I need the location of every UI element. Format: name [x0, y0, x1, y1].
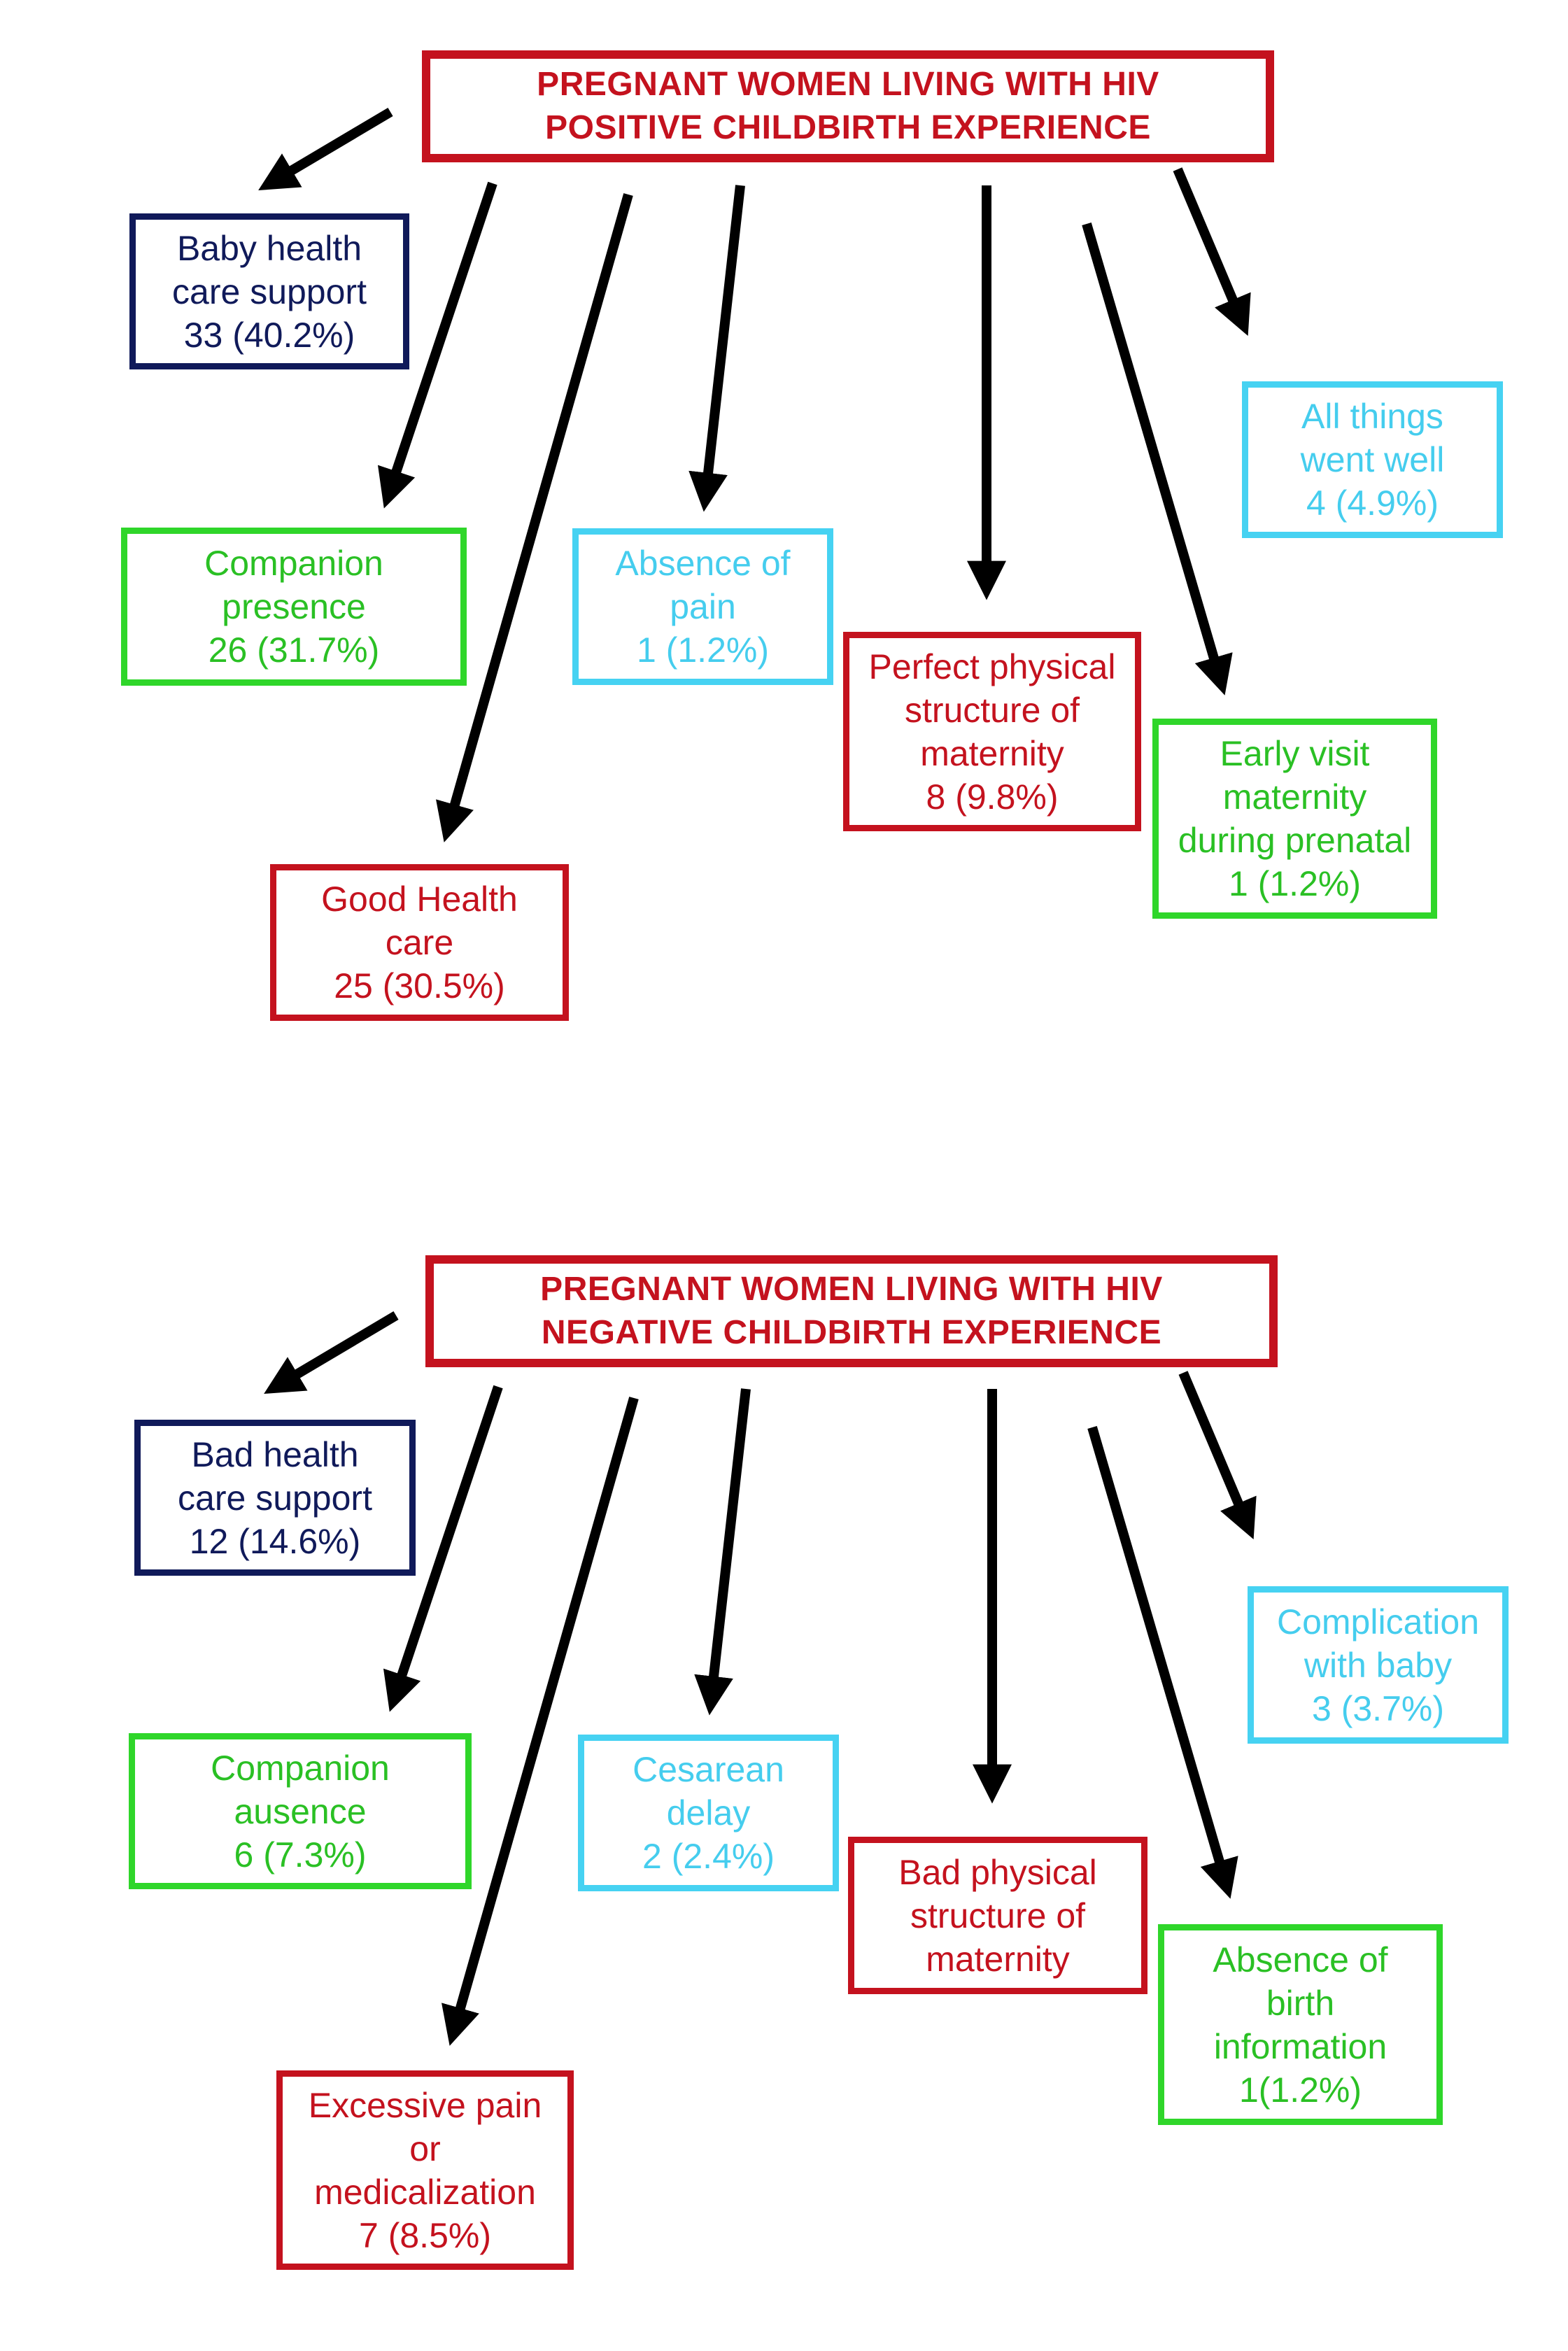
box-label-line: with baby — [1304, 1645, 1453, 1685]
box-count: 26 (31.7%) — [208, 630, 380, 670]
absence-of-birth-information-box: Absence of birth information 1(1.2%) — [1158, 1924, 1443, 2125]
box-count: 12 (14.6%) — [189, 1521, 361, 1561]
cesarean-delay-box: Cesarean delay 2 (2.4%) — [578, 1735, 839, 1891]
bad-health-care-support-box: Bad health care support 12 (14.6%) — [134, 1420, 416, 1576]
box-count: 2 (2.4%) — [642, 1837, 775, 1876]
box-label-line: presence — [222, 587, 366, 626]
title-line: PREGNANT WOMEN LIVING WITH HIV — [537, 66, 1159, 103]
box-label-line: Cesarean — [633, 1750, 784, 1789]
early-visit-maternity-box: Early visit maternity during prenatal 1 … — [1152, 719, 1437, 919]
box-label-line: structure of — [910, 1895, 1086, 1935]
perfect-physical-structure-box: Perfect physical structure of maternity … — [843, 632, 1141, 831]
companion-absence-box: Companion ausence 6 (7.3%) — [129, 1733, 472, 1889]
box-label-line: during prenatal — [1178, 821, 1412, 860]
absence-of-pain-box: Absence of pain 1 (1.2%) — [572, 528, 833, 685]
box-label-line: medicalization — [314, 2172, 536, 2212]
bad-physical-structure-box: Bad physical structure of maternity — [848, 1837, 1147, 1994]
positive-title-box: PREGNANT WOMEN LIVING WITH HIV POSITIVE … — [422, 50, 1274, 162]
title-line: PREGNANT WOMEN LIVING WITH HIV — [540, 1271, 1163, 1308]
box-label-line: information — [1213, 2026, 1387, 2066]
complication-with-baby-box: Complication with baby 3 (3.7%) — [1248, 1586, 1509, 1744]
title-line: POSITIVE CHILDBIRTH EXPERIENCE — [545, 109, 1151, 146]
excessive-pain-box: Excessive pain or medicalization 7 (8.5%… — [276, 2070, 574, 2270]
box-label-line: Absence of — [615, 544, 791, 583]
box-label-line: Bad health — [191, 1434, 359, 1474]
positive-experience-diagram: PREGNANT WOMEN LIVING WITH HIV POSITIVE … — [0, 0, 1568, 1148]
title-line: NEGATIVE CHILDBIRTH EXPERIENCE — [541, 1314, 1162, 1351]
negative-title-box: PREGNANT WOMEN LIVING WITH HIV NEGATIVE … — [425, 1255, 1278, 1367]
negative-experience-diagram: PREGNANT WOMEN LIVING WITH HIV NEGATIVE … — [0, 1203, 1568, 2351]
box-label-line: Perfect physical — [868, 647, 1116, 686]
box-label-line: Companion — [204, 544, 383, 583]
box-label-line: Early visit — [1220, 734, 1370, 773]
box-label-line: or — [409, 2128, 441, 2168]
box-label-line: went well — [1300, 440, 1445, 479]
box-label-line: Excessive pain — [308, 2085, 542, 2125]
box-label-line: Companion — [211, 1748, 390, 1788]
box-label-line: Complication — [1276, 1602, 1479, 1642]
box-label-line: All things — [1301, 397, 1443, 436]
baby-health-care-support-box: Baby health care support 33 (40.2%) — [129, 213, 409, 369]
box-count: 25 (30.5%) — [334, 966, 505, 1005]
all-things-went-well-box: All things went well 4 (4.9%) — [1242, 381, 1503, 538]
box-label-line: delay — [666, 1793, 751, 1833]
box-count: 4 (4.9%) — [1306, 483, 1439, 523]
box-label-line: Good Health — [321, 880, 518, 919]
box-label-line: care support — [172, 271, 367, 311]
box-label-line: Bad physical — [898, 1852, 1097, 1892]
companion-presence-box: Companion presence 26 (31.7%) — [121, 528, 467, 686]
box-count: 7 (8.5%) — [359, 2215, 491, 2255]
box-count: 6 (7.3%) — [234, 1835, 367, 1875]
box-label-line: maternity — [926, 1939, 1070, 1979]
box-label-line: maternity — [1222, 777, 1367, 817]
box-count: 33 (40.2%) — [183, 315, 355, 355]
box-label-line: care — [385, 923, 454, 962]
box-label-line: structure of — [904, 690, 1080, 730]
box-count: 8 (9.8%) — [926, 777, 1059, 817]
box-label-line: maternity — [920, 733, 1064, 773]
box-count: 1 (1.2%) — [637, 630, 769, 670]
box-label-line: ausence — [234, 1791, 367, 1831]
box-count: 1(1.2%) — [1238, 2070, 1362, 2110]
box-label-line: Absence of — [1213, 1940, 1388, 1979]
good-health-care-box: Good Health care 25 (30.5%) — [270, 864, 569, 1021]
box-count: 1 (1.2%) — [1229, 864, 1361, 903]
box-label-line: Baby health — [176, 228, 362, 268]
box-label-line: birth — [1266, 1983, 1335, 2023]
box-count: 3 (3.7%) — [1312, 1688, 1444, 1728]
box-label-line: care support — [178, 1478, 372, 1518]
box-label-line: pain — [670, 587, 736, 626]
